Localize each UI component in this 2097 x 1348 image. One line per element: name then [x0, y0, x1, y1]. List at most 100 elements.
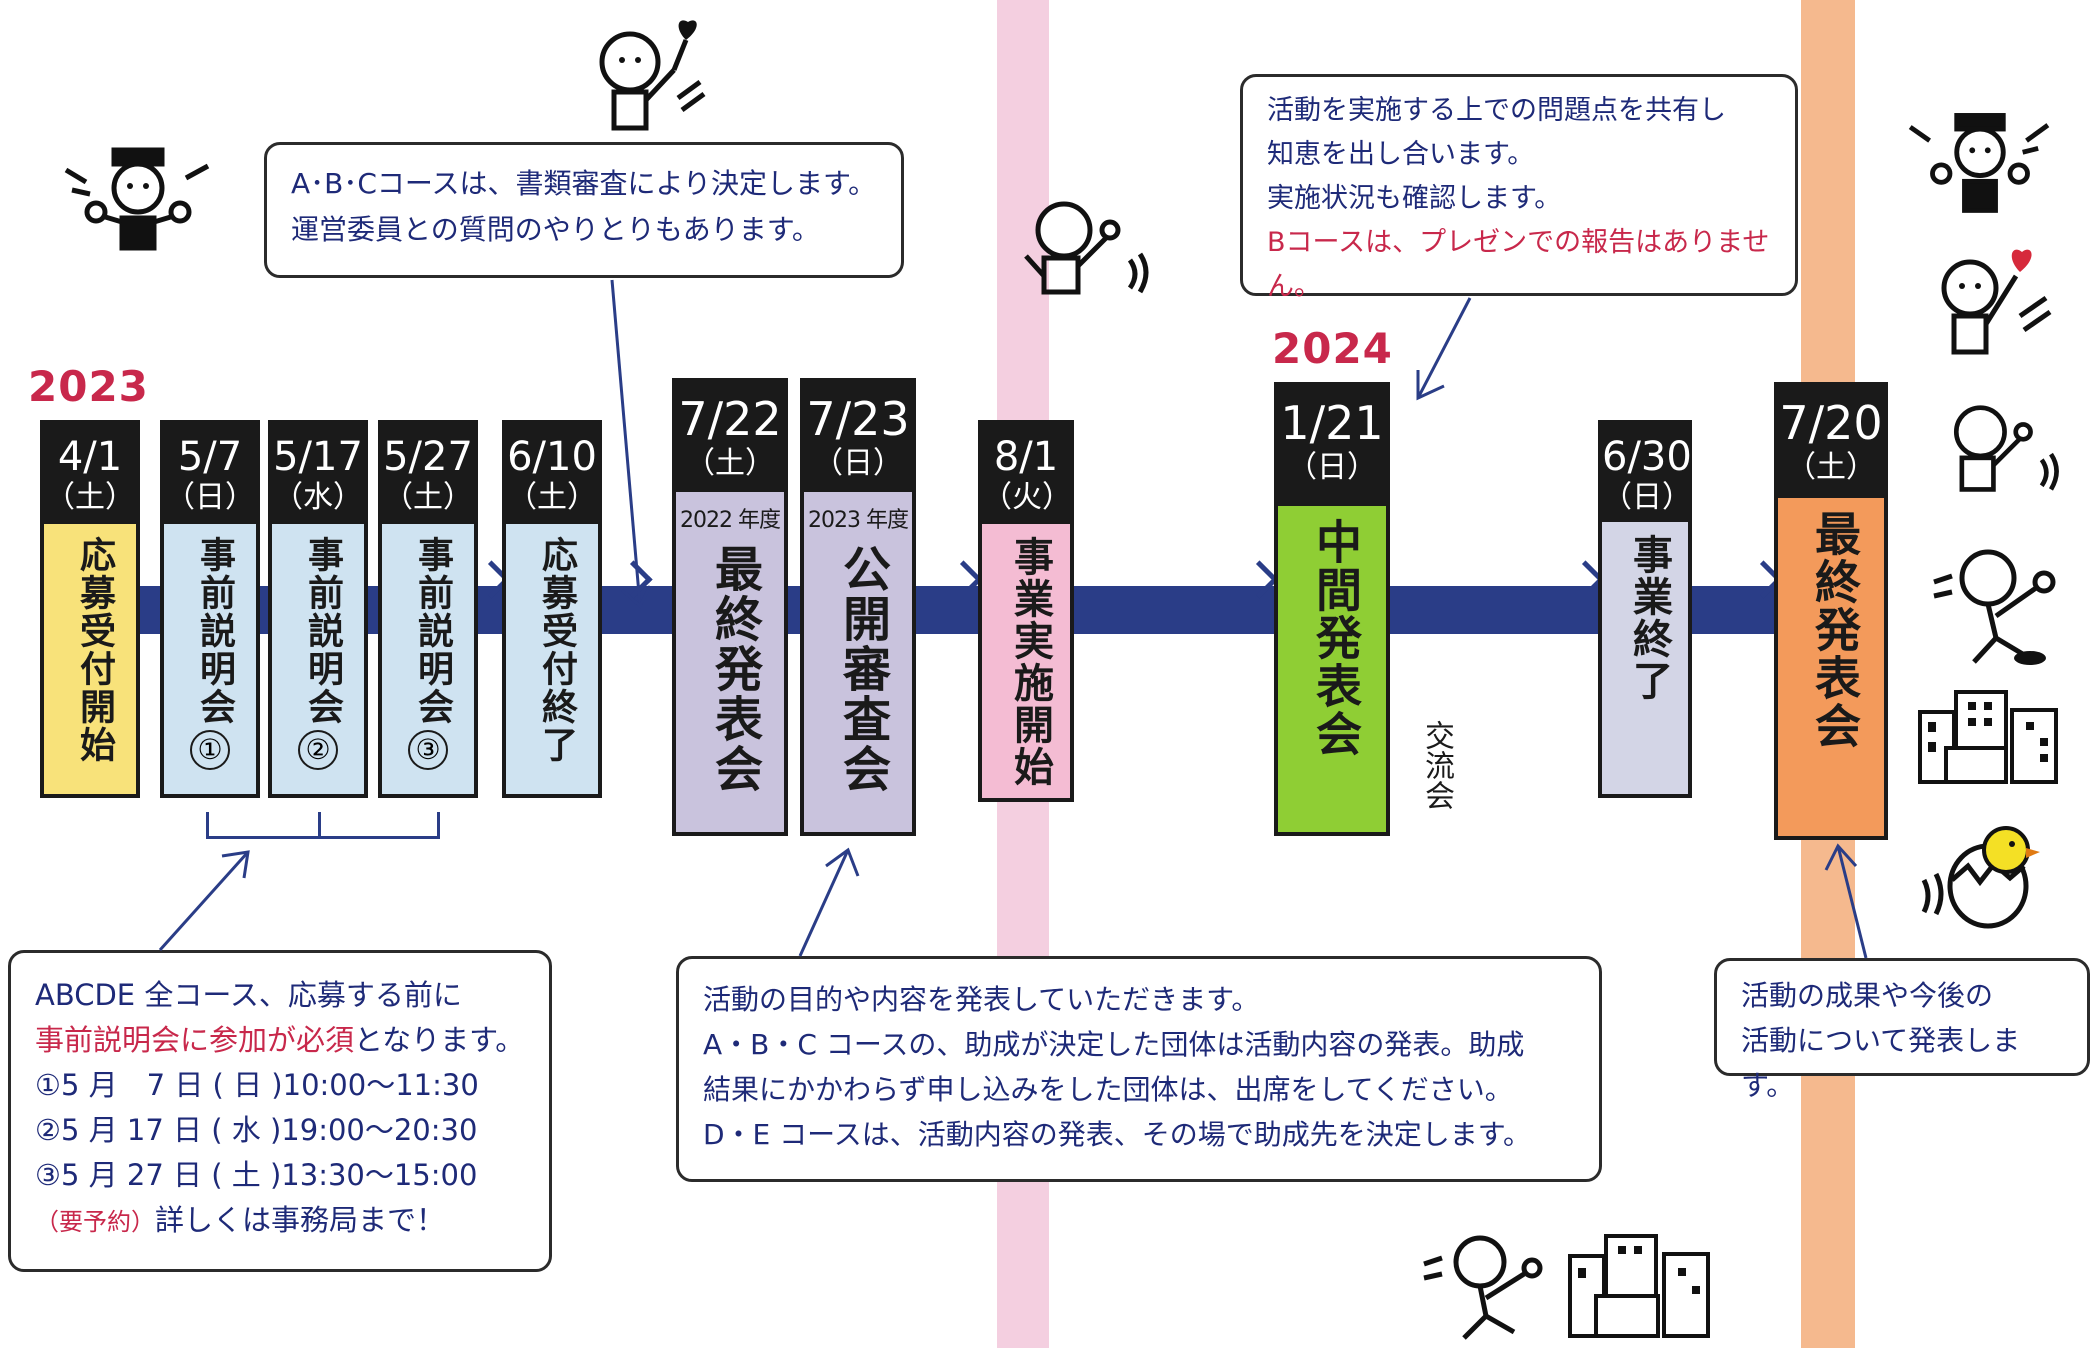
pointer-presentation [798, 849, 850, 957]
midterm-bubble: 活動を実施する上での問題点を共有し 知恵を出し合います。 実施状況も確認します。… [1240, 74, 1798, 302]
pointer-midterm [1416, 297, 1472, 399]
event-date: 5/7 [177, 434, 243, 480]
briefing-session-1: ①5 月 7 日 ( 日 )10:00～11:30 [35, 1068, 479, 1102]
briefing-line-1: ABCDE 全コース、応募する前に [35, 978, 462, 1012]
event-date: 7/22 [678, 392, 782, 446]
bracket-tick [318, 812, 321, 836]
event-body: 事業終了 [1602, 522, 1688, 794]
briefing-session-2: ②5 月 17 日 ( 水 )19:00～20:30 [35, 1113, 478, 1147]
thinking-character-icon [1014, 196, 1154, 316]
midterm-line-1: 活動を実施する上での問題点を共有し [1267, 95, 1726, 126]
event-date: 4/1 [57, 434, 123, 480]
presentation-line-1: 活動の目的や内容を発表していただきます。 [703, 983, 1260, 1016]
midterm-line-4: Bコースは、プレゼンでの報告はありません。 [1267, 227, 1770, 302]
pointer-briefing [158, 850, 250, 952]
reservation-note: （要予約） [35, 1208, 155, 1236]
event-column: 6/30（日） 事業終了 [1598, 420, 1692, 798]
event-weekday: （水） [273, 480, 363, 515]
presentation-bubble: 活動の目的や内容を発表していただきます。 A・B・C コースの、助成が決定した団… [676, 956, 1602, 1182]
event-body: 中間発表会 [1278, 506, 1386, 832]
final-line-2: 活動について発表します。 [1741, 1024, 2021, 1102]
event-title: 応募受付開始 [74, 536, 115, 764]
event-date: 8/1 [993, 434, 1059, 480]
event-column: 7/23（日） 2023 年度公開審査会 [800, 378, 916, 836]
event-weekday: （土） [507, 480, 597, 515]
graduate-character-right-icon [1900, 98, 2060, 224]
event-column: 6/10（土） 応募受付終了 [502, 420, 602, 798]
heart-balloon-character-icon [574, 10, 714, 140]
event-date: 1/21 [1280, 396, 1384, 450]
heart-character-right-icon [1920, 236, 2060, 366]
briefing-line-6: （要予約）詳しくは事務局まで！ [35, 1203, 446, 1237]
briefing-bracket [206, 812, 440, 839]
event-date: 5/27 [383, 434, 473, 480]
event-column: 7/20（土） 最終発表会 [1774, 382, 1888, 840]
event-title: 最終発表会 [1808, 510, 1862, 750]
event-weekday: （日） [1287, 450, 1377, 485]
event-title: 事業実施開始 [1007, 536, 1053, 788]
pointer-midterm-head [1416, 370, 1445, 401]
session-number-badge: ② [298, 730, 338, 770]
exchange-meeting-note: 交流会 [1419, 720, 1454, 810]
pointer-briefing-head [221, 850, 250, 879]
session-number-badge: ③ [408, 730, 448, 770]
event-column: 4/1（土） 応募受付開始 [40, 420, 140, 798]
event-title: 応募受付終了 [536, 536, 577, 764]
event-weekday: （日） [165, 480, 255, 515]
event-body: 応募受付開始 [44, 524, 136, 794]
event-weekday: （日） [813, 446, 903, 481]
event-title: 事前説明会 [302, 536, 343, 726]
briefing-bubble: ABCDE 全コース、応募する前に 事前説明会に参加が必須となります。 ①5 月… [8, 950, 552, 1272]
event-date: 6/10 [507, 434, 597, 480]
review-line-2: 運営委員との質問のやりとりもあります。 [291, 213, 820, 246]
running-character-icon [1926, 538, 2066, 668]
event-body: 応募受付終了 [506, 524, 598, 794]
midterm-line-3: 実施状況も確認します。 [1267, 183, 1562, 214]
review-line-1: A･B･Cコースは、書類審査により決定します。 [291, 167, 877, 200]
briefing-required-text: 事前説明会に参加が必須 [35, 1023, 355, 1057]
event-date: 5/17 [273, 434, 363, 480]
year-label-2024: 2024 [1272, 324, 1393, 373]
event-date: 7/20 [1779, 396, 1883, 450]
event-title: 最終発表会 [706, 544, 762, 794]
event-title: 中間発表会 [1309, 518, 1363, 758]
final-bubble: 活動の成果や今後の 活動について発表します。 [1714, 958, 2090, 1102]
event-date: 7/23 [806, 392, 910, 446]
running-to-buildings-icon [1420, 1228, 1750, 1344]
event-fiscal-year: 2023 年度 [808, 508, 909, 533]
event-column: 1/21（日） 中間発表会 [1274, 382, 1390, 836]
event-body: 最終発表会 [1778, 498, 1884, 836]
event-body: 2023 年度公開審査会 [804, 492, 912, 832]
review-bubble: A･B･Cコースは、書類審査により決定します。 運営委員との質問のやりとりもあり… [264, 142, 904, 278]
presentation-line-3: 結果にかかわらず申し込みをした団体は、出席をしてください。 [703, 1073, 1513, 1106]
presentation-line-2: A・B・C コースの、助成が決定した団体は活動内容の発表。助成 [703, 1028, 1525, 1061]
event-weekday: （土） [685, 446, 775, 481]
session-number-badge: ① [190, 730, 230, 770]
event-weekday: （火） [982, 480, 1072, 515]
graduate-character-icon [58, 130, 218, 260]
event-title: 事前説明会 [194, 536, 235, 726]
event-weekday: （土） [383, 480, 473, 515]
briefing-line-2: 事前説明会に参加が必須となります。 [35, 1023, 525, 1057]
briefing-session-3: ③5 月 27 日 ( 土 )13:30～15:00 [35, 1158, 478, 1192]
event-column: 8/1（火） 事業実施開始 [978, 420, 1074, 802]
event-weekday: （土） [45, 480, 135, 515]
event-weekday: （土） [1786, 450, 1876, 485]
buildings-icon [1916, 688, 2086, 788]
event-date: 6/30 [1602, 434, 1692, 480]
final-line-1: 活動の成果や今後の [1741, 979, 1994, 1012]
event-body: 2022 年度最終発表会 [676, 492, 784, 832]
pointer-presentation-head [825, 847, 860, 877]
event-weekday: （日） [1602, 480, 1692, 515]
thinking-character-right-icon [1934, 396, 2064, 516]
event-title: 事前説明会 [412, 536, 453, 726]
event-column: 7/22（土） 2022 年度最終発表会 [672, 378, 788, 836]
pointer-review [610, 279, 642, 607]
event-body: 事業実施開始 [982, 524, 1070, 798]
